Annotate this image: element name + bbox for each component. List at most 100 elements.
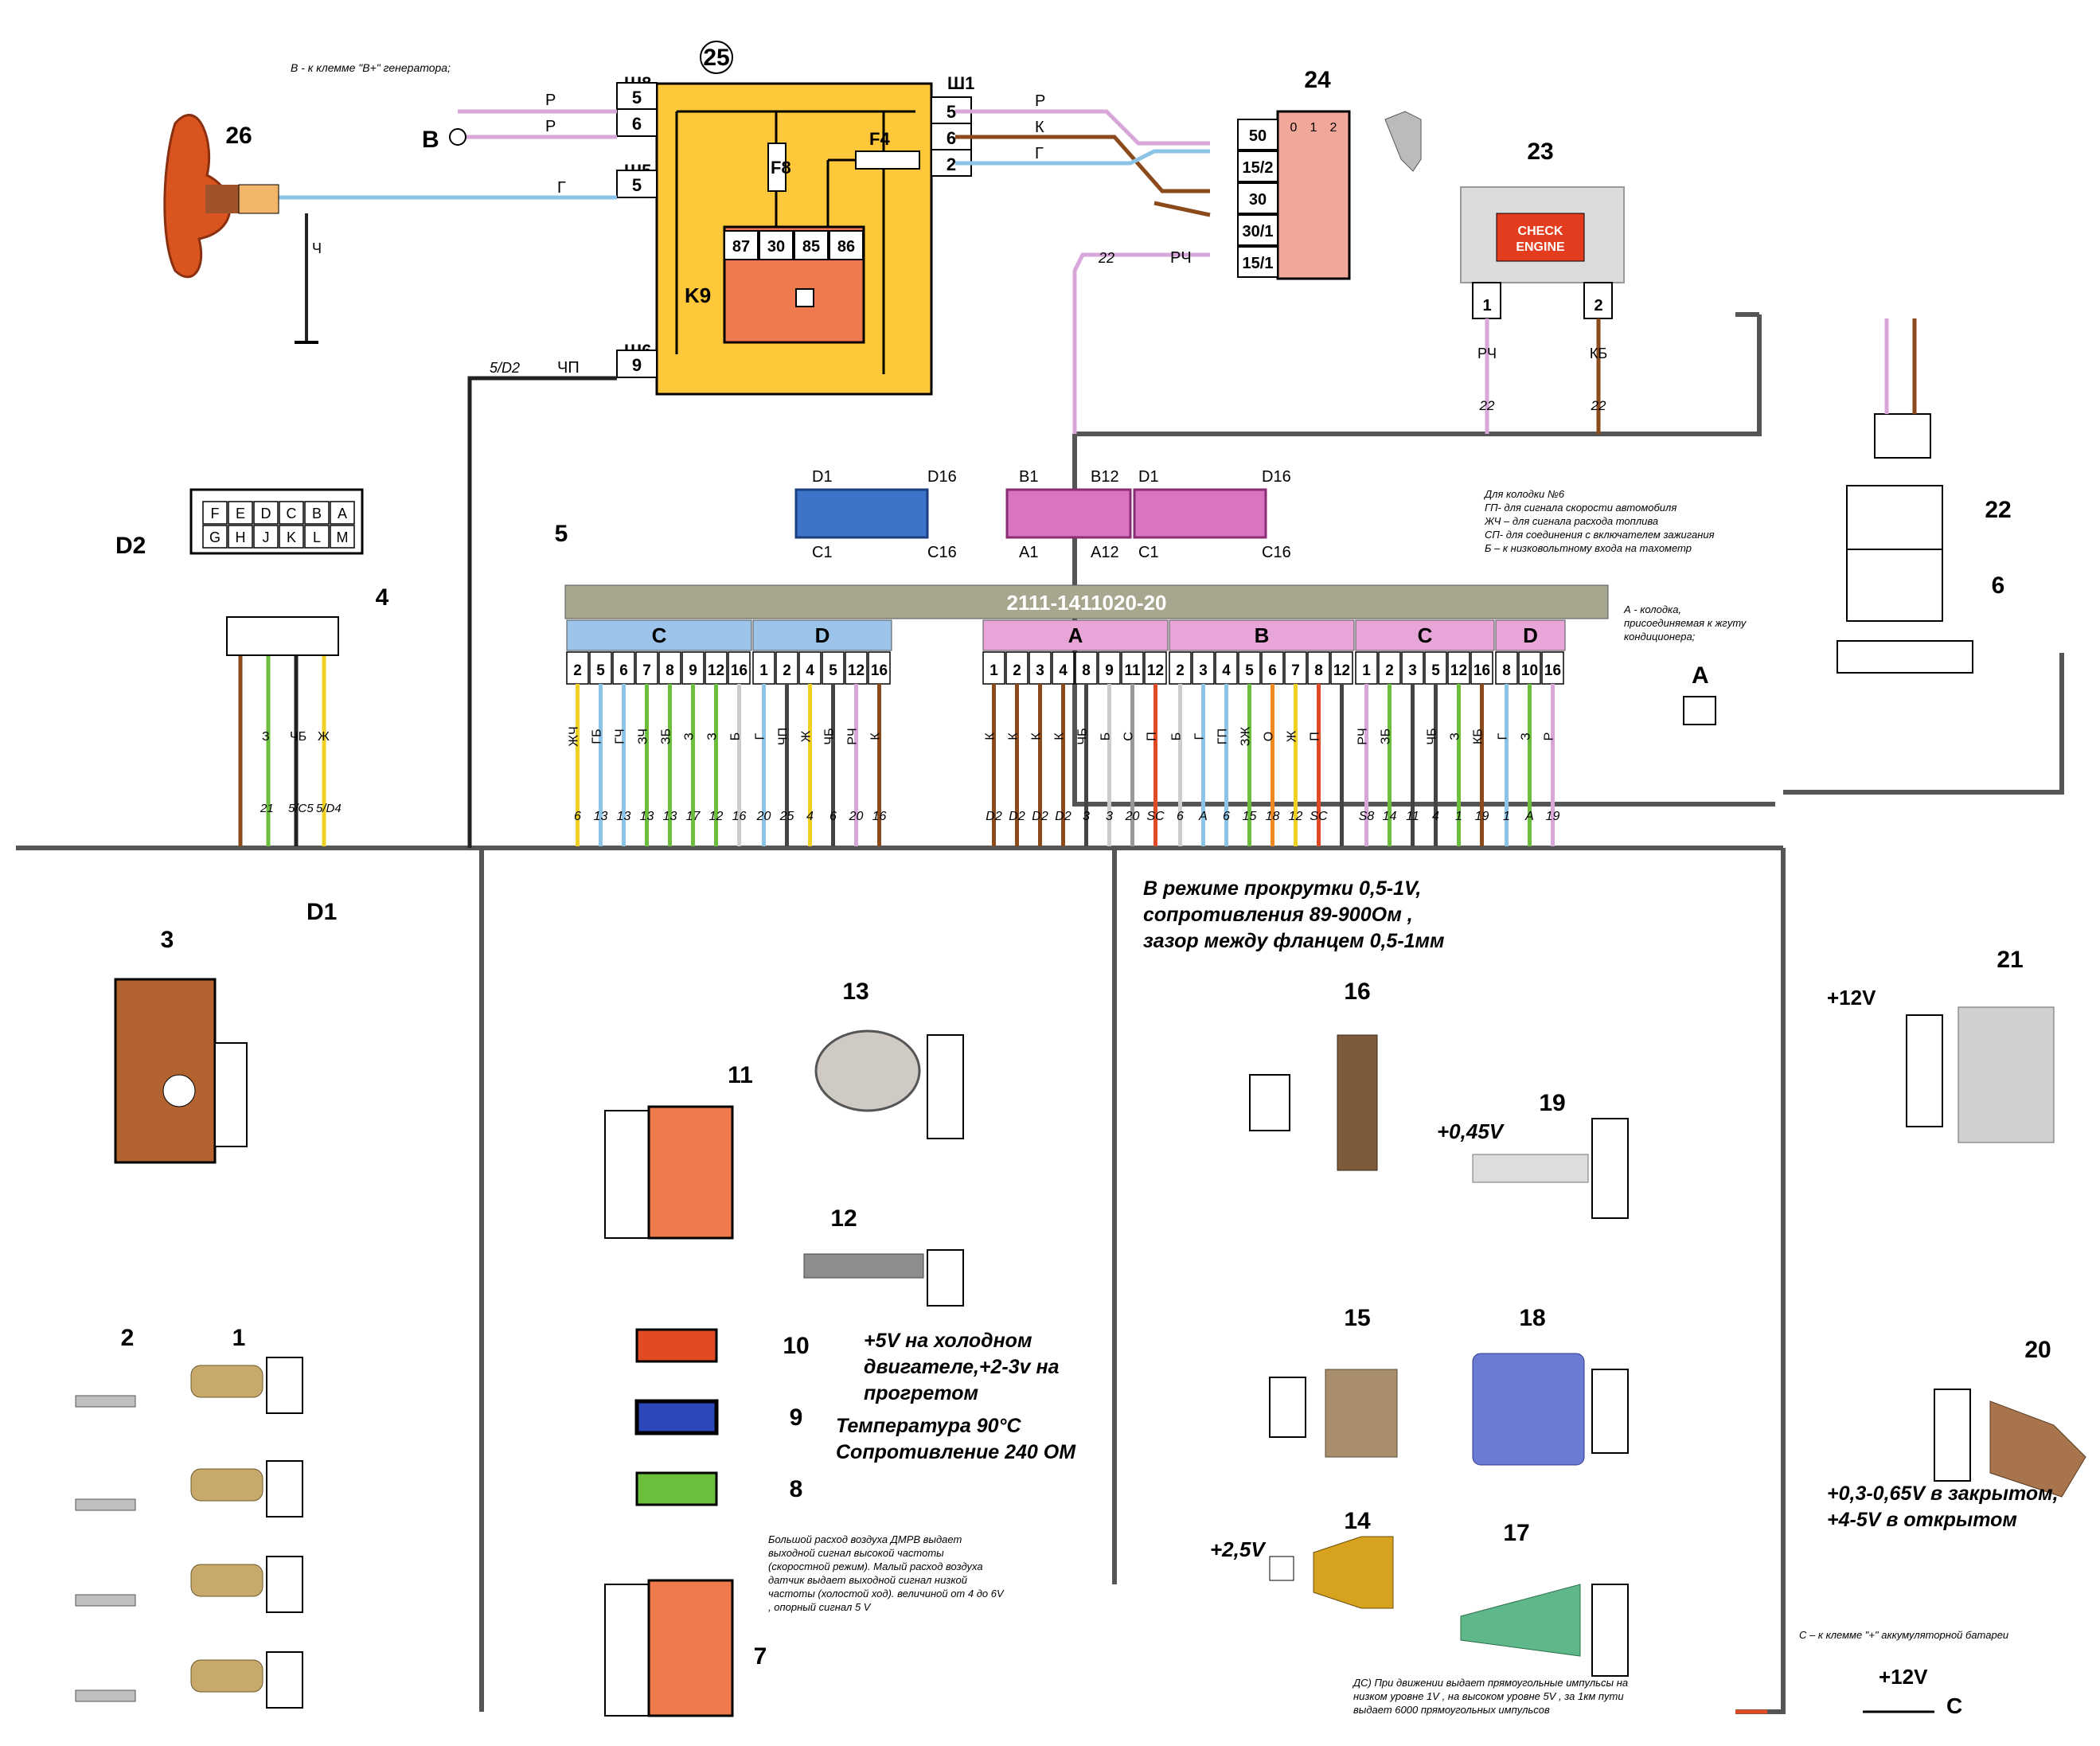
- ecu-pin: [1215, 651, 1238, 685]
- check-engine-wire-label: КБ: [1590, 346, 1607, 361]
- ecu-pin: [1541, 651, 1564, 685]
- block25-left-pin: [616, 170, 658, 198]
- note-battery: С – к клемме "+" аккумуляторной батареи: [1799, 1629, 2009, 1641]
- num-7: 7: [754, 1643, 767, 1670]
- fuses: [634, 1328, 719, 1506]
- ecu-pin-label: 4: [1059, 662, 1068, 679]
- ecu-pin: [1261, 651, 1284, 685]
- pink-tr1: B12: [1091, 468, 1119, 486]
- wire-label-k: К: [1035, 119, 1044, 136]
- note-a-connector: А - колодка, присоединяемая к жгуту конд…: [1624, 603, 1747, 643]
- ecu-wire-label: К: [984, 732, 997, 740]
- ecu-pin-label: 3: [1036, 662, 1044, 679]
- num-8: 8: [790, 1476, 803, 1502]
- diag-wire-end: 5/C5: [288, 802, 314, 815]
- blue-br: C16: [927, 544, 957, 561]
- diag-cell-label: K: [287, 529, 296, 545]
- check-engine-ref-label: 22: [1479, 398, 1495, 413]
- component-26-fan: [163, 114, 318, 344]
- block25-wires: [279, 109, 1211, 848]
- idle-valve-21: [1906, 1006, 2055, 1143]
- ignition-pin: [1237, 182, 1278, 214]
- spark-plug-icon: [75, 1498, 136, 1511]
- ecu-wire-end: D2: [1009, 810, 1025, 823]
- ecu-wire-label: З: [1449, 732, 1462, 740]
- num-17: 17: [1503, 1520, 1529, 1546]
- pink-tl2: D1: [1138, 468, 1159, 486]
- ecu-wire-label: К: [869, 732, 883, 740]
- diag-wire-label: Ж: [318, 730, 330, 744]
- num-23: 23: [1527, 139, 1553, 165]
- ecu-wire-end: 19: [1546, 810, 1560, 823]
- ecu-wire-end: 17: [686, 810, 701, 823]
- ecu-wire-label: ЧБ: [1426, 728, 1439, 744]
- ecu-wire-end: 20: [849, 810, 864, 823]
- blue-bl: C1: [812, 544, 833, 561]
- ecu-wire-label: ЗБ: [1380, 728, 1393, 744]
- diag-cell: [330, 525, 355, 549]
- ecu-pin-label: 6: [619, 662, 628, 679]
- sensor-19: [1472, 1118, 1629, 1219]
- ecu-wire-end: 12: [709, 810, 724, 823]
- ref-5d2: 5/D2: [490, 360, 520, 376]
- note-coolant: +5V на холодном двигателе,+2-3v на прогр…: [864, 1330, 1060, 1404]
- ecu-pin: [1495, 651, 1518, 685]
- sensor-18: [1472, 1353, 1629, 1466]
- relay-pin-box: [794, 230, 829, 260]
- ecu-pin-label: 12: [1450, 662, 1467, 679]
- ecu-wire-label: ЖЧ: [568, 726, 581, 746]
- ecu-pin-label: 16: [1544, 662, 1561, 679]
- ecu-pin: [1144, 651, 1167, 685]
- ecu-pin-label: 11: [1124, 662, 1141, 679]
- diag-cell-label: F: [211, 506, 220, 521]
- ecu-connector-blue: [794, 488, 929, 539]
- check-engine-line: ENGINE: [1516, 240, 1565, 254]
- ignition-pin-label: 30: [1249, 191, 1267, 209]
- ecu-wire-end: 1: [1503, 810, 1510, 823]
- ecu-pin-label: 5: [596, 662, 605, 679]
- diag-cell: [253, 501, 279, 525]
- num-6: 6: [1992, 572, 2005, 599]
- num-21: 21: [1997, 947, 2023, 973]
- note-tps: +0,3-0,65V в закрытом, +4-5V в открытом: [1827, 1482, 2059, 1531]
- num-19: 19: [1539, 1090, 1565, 1116]
- ecu-wire-label: ЧБ: [823, 728, 837, 744]
- ecu-pin: [868, 651, 891, 685]
- diag-cell-label: C: [287, 506, 297, 521]
- relay-pin-label: 30: [767, 238, 785, 256]
- ecu-group-name: A: [1068, 623, 1083, 647]
- num-2: 2: [121, 1325, 135, 1351]
- ecu-wire-label: Б: [729, 732, 743, 741]
- terminal-b-icon: [449, 128, 466, 146]
- relay-pin-label: 85: [802, 238, 820, 256]
- ecu-group-name: C: [1418, 623, 1433, 647]
- ecu-wire-label: КБ: [1472, 728, 1485, 744]
- pink-bl1: A1: [1019, 544, 1038, 561]
- ecu-pin: [1121, 651, 1144, 685]
- injector-connector: [266, 1460, 303, 1517]
- diag-cell-label: J: [263, 529, 270, 545]
- ecu-wire-end: D2: [1032, 810, 1048, 823]
- relay-pin-box: [759, 230, 794, 260]
- ecu-wire-end: 13: [663, 810, 677, 823]
- ecu-pin: [658, 651, 681, 685]
- note-maf: Большой расход воздуха ДМРВ выдает выход…: [768, 1533, 1004, 1613]
- block25-right-pin-label: 5: [947, 102, 956, 122]
- diag-cell: [202, 525, 228, 549]
- ecu-pin: [1005, 651, 1029, 685]
- wire-label-chp: ЧП: [557, 359, 580, 377]
- ecu-pin: [1098, 651, 1121, 685]
- diag-cell-label: E: [236, 506, 245, 521]
- diag-cell-label: A: [338, 506, 347, 521]
- spark-plug-icon: [75, 1395, 136, 1408]
- ignition-module-3: [114, 978, 248, 1164]
- ecu-header: [564, 584, 1609, 619]
- injector-connector: [266, 1651, 303, 1709]
- ecu-wire-label: Ж: [1286, 730, 1299, 742]
- label-d2: D2: [115, 533, 146, 559]
- ecu-wire-label: ГП: [1216, 728, 1230, 744]
- block25-left-pin-label: 9: [632, 355, 642, 375]
- ecu-pin-label: 2: [783, 662, 791, 679]
